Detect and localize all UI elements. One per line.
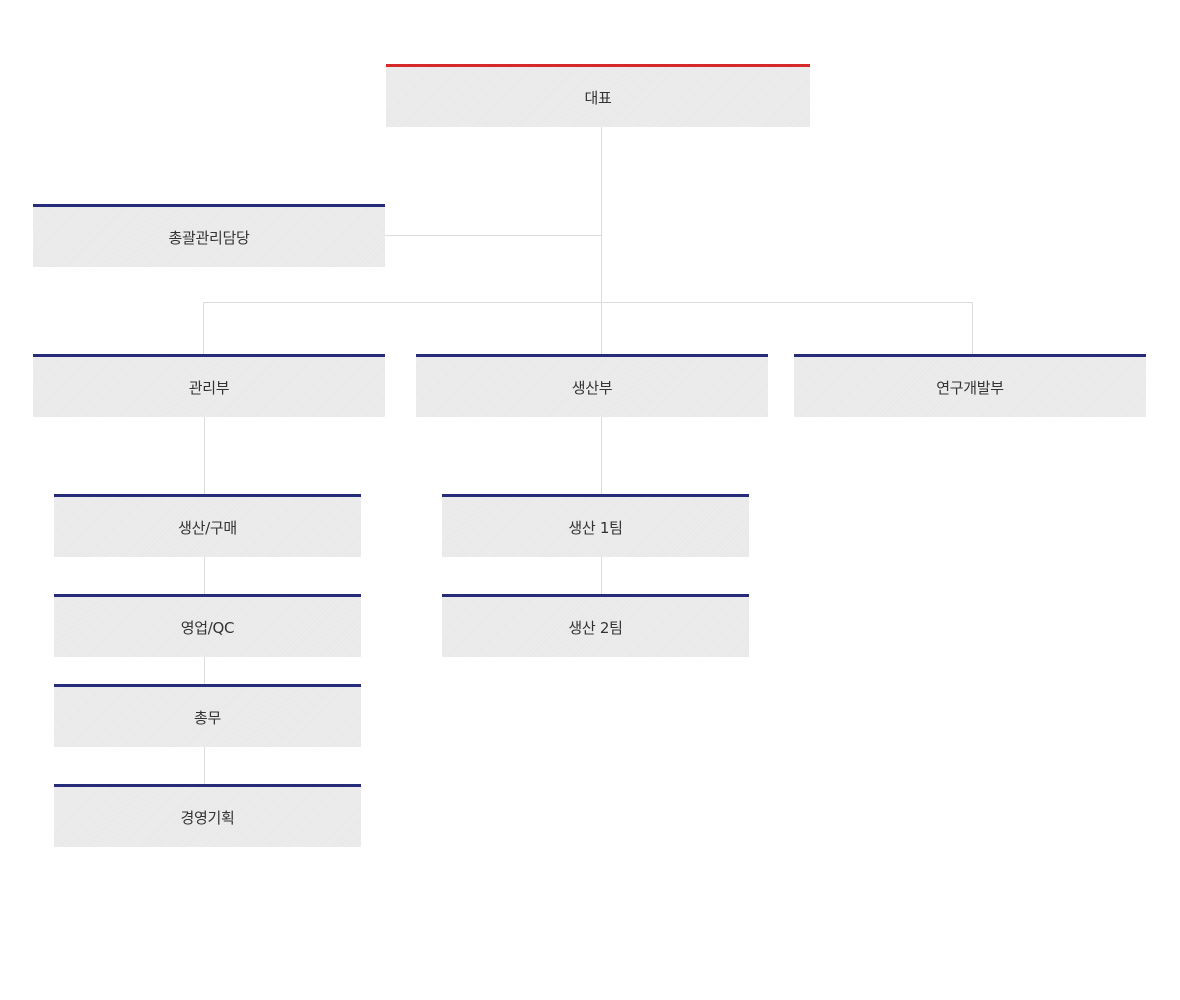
node-production-team-1: 생산 1팀 xyxy=(442,494,749,557)
connector-departments-bar xyxy=(203,302,973,303)
node-production-purchasing-label: 생산/구매 xyxy=(178,518,237,537)
node-production-team-1-label: 생산 1팀 xyxy=(568,518,623,537)
node-general-affairs: 총무 xyxy=(54,684,361,747)
node-production-purchasing: 생산/구매 xyxy=(54,494,361,557)
node-management-dept-label: 관리부 xyxy=(188,378,230,397)
node-ceo-label: 대표 xyxy=(584,88,612,107)
node-sales-qc-label: 영업/QC xyxy=(180,618,235,637)
node-production-team-2: 생산 2팀 xyxy=(442,594,749,657)
node-production-dept-label: 생산부 xyxy=(571,378,613,397)
node-sales-qc: 영업/QC xyxy=(54,594,361,657)
node-general-affairs-label: 총무 xyxy=(193,708,221,727)
node-business-planning-label: 경영기획 xyxy=(180,808,235,827)
node-management-dept: 관리부 xyxy=(33,354,385,417)
connector-general-manager xyxy=(384,235,601,236)
connector-rnd-drop xyxy=(972,302,973,356)
node-production-team-2-label: 생산 2팀 xyxy=(568,618,623,637)
node-ceo: 대표 xyxy=(386,64,810,127)
node-general-manager-label: 총괄관리담당 xyxy=(168,228,250,247)
node-business-planning: 경영기획 xyxy=(54,784,361,847)
node-production-dept: 생산부 xyxy=(416,354,768,417)
node-rnd-dept: 연구개발부 xyxy=(794,354,1146,417)
connector-ceo-trunk xyxy=(601,126,602,356)
node-general-manager: 총괄관리담당 xyxy=(33,204,385,267)
node-rnd-dept-label: 연구개발부 xyxy=(936,378,1004,397)
connector-management-drop xyxy=(203,302,204,356)
